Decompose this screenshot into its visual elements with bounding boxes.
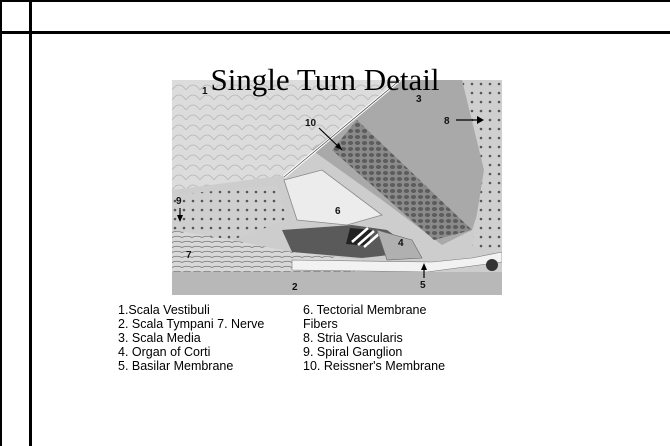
legend-item-basilar-membrane: 5. Basilar Membrane bbox=[118, 359, 264, 373]
slide-frame-top-border bbox=[0, 0, 670, 2]
legend-right-column: 6. Tectorial Membrane Fibers 8. Stria Va… bbox=[303, 303, 445, 373]
legend-item-scala-tympani: 2. Scala Tympani 7. Nerve bbox=[118, 317, 264, 331]
cochlea-cross-section-figure: 1 2 3 4 5 6 7 8 9 10 bbox=[172, 80, 502, 295]
figure-label-7: 7 bbox=[186, 250, 192, 261]
figure-label-10: 10 bbox=[305, 118, 317, 129]
legend-item-scala-media: 3. Scala Media bbox=[118, 331, 264, 345]
slide-frame-header-line bbox=[0, 31, 670, 34]
legend-item-tectorial-membrane: 6. Tectorial Membrane bbox=[303, 303, 445, 317]
figure-label-6: 6 bbox=[335, 206, 341, 217]
slide-title: Single Turn Detail bbox=[160, 62, 490, 98]
legend-item-reissners-membrane: 10. Reissner's Membrane bbox=[303, 359, 445, 373]
figure-label-4: 4 bbox=[398, 238, 404, 249]
scala-tympani-region bbox=[172, 272, 502, 295]
legend-item-spiral-ganglion: 9. Spiral Ganglion bbox=[303, 345, 445, 359]
legend-item-organ-of-corti: 4. Organ of Corti bbox=[118, 345, 264, 359]
legend-item-scala-vestibuli: 1.Scala Vestibuli bbox=[118, 303, 264, 317]
figure-label-8: 8 bbox=[444, 116, 450, 127]
legend-item-stria-vascularis: 8. Stria Vascularis bbox=[303, 331, 445, 345]
dark-spot bbox=[486, 259, 498, 271]
slide-frame-left-border bbox=[0, 0, 2, 446]
legend-left-column: 1.Scala Vestibuli 2. Scala Tympani 7. Ne… bbox=[118, 303, 264, 373]
legend-item-nerve-fibers: Fibers bbox=[303, 317, 445, 331]
figure-label-2: 2 bbox=[292, 282, 298, 293]
figure-label-9: 9 bbox=[176, 196, 182, 207]
slide-frame-margin-line bbox=[29, 0, 32, 446]
figure-label-5: 5 bbox=[420, 280, 426, 291]
